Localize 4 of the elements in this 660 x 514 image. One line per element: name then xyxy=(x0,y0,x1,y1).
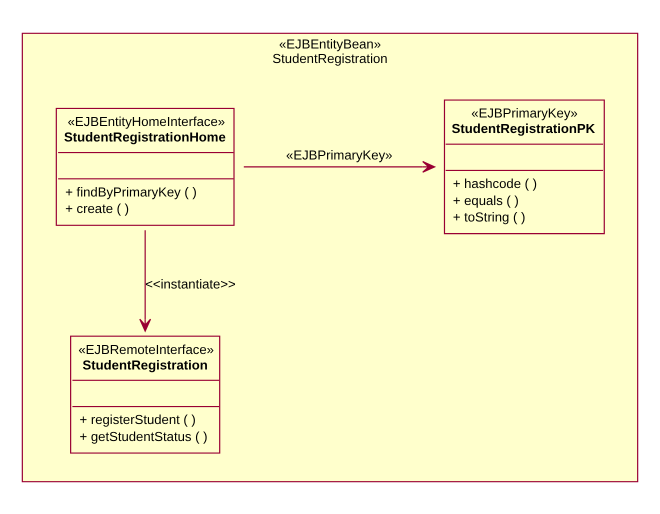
edge-label: «EJBPrimaryKey» xyxy=(286,146,392,162)
arrow xyxy=(244,160,436,172)
edge-label: <<instantiate>> xyxy=(145,276,236,291)
arrow xyxy=(139,230,152,332)
